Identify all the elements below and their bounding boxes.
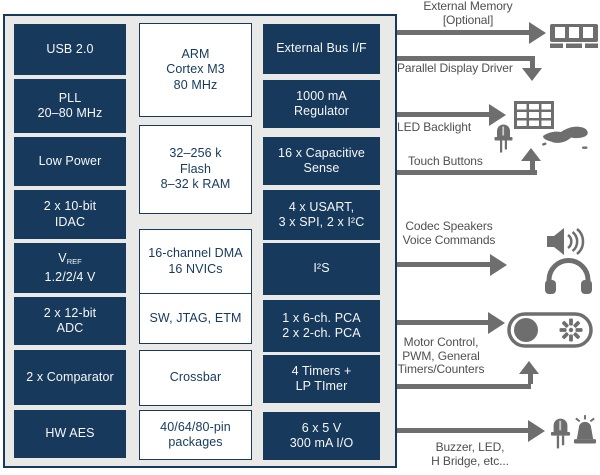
block-label: Cortex M3	[166, 62, 225, 77]
arrow-timers	[397, 384, 531, 389]
buzzer-siren-icon	[573, 415, 597, 444]
annotation-touch-buttons: Touch Buttons	[408, 154, 483, 168]
block-i2s: I²S	[263, 243, 380, 295]
block-label: packages	[168, 435, 223, 449]
arrowhead-buzzer	[528, 420, 545, 442]
arrowhead-led-backlight	[489, 104, 506, 126]
ram-module-icon	[550, 24, 598, 48]
block-comparator: 2 x Comparator	[14, 350, 126, 405]
block-label: ADC	[56, 321, 84, 335]
block-regulator: 1000 mA Regulator	[263, 80, 380, 128]
block-label: 32–256 k	[169, 146, 222, 161]
block-label: LP TImer	[295, 379, 348, 393]
block-label: 1 x 6-ch. PCA	[282, 310, 361, 325]
block-label: 4 Timers +	[291, 363, 352, 378]
block-label: External Bus I/F	[276, 41, 367, 56]
block-label: 16 x Capacitive	[278, 145, 365, 160]
block-label: Sense	[303, 161, 340, 175]
block-vref: VREF 1.2/2/4 V	[14, 243, 126, 293]
block-pca: 1 x 6-ch. PCA 2 x 2-ch. PCA	[263, 300, 380, 352]
block-label: Flash	[179, 161, 212, 176]
block-label: 1.2/2/4 V	[44, 269, 96, 284]
block-label: SW, JTAG, ETM	[149, 310, 242, 325]
arrow-touch-buttons-elbow	[530, 161, 535, 170]
annotation-led-backlight: LED Backlight	[397, 120, 472, 134]
block-label: I²S	[313, 261, 330, 276]
headphones-icon	[545, 258, 592, 294]
block-high-drive-io: 6 x 5 V 300 mA I/O	[263, 412, 380, 460]
arrow-parallel-display	[397, 56, 535, 61]
block-label: 2 x 2-ch. PCA	[282, 326, 361, 340]
led-matrix-icon	[514, 101, 554, 129]
annotation-motor: Motor Control, PWM, General Timers/Count…	[397, 335, 485, 376]
block-label: 2 x 10-bit	[43, 199, 97, 213]
block-label: 4 x USART,	[288, 199, 355, 214]
block-pll: PLL 20–80 MHz	[14, 79, 126, 133]
block-label: 80 MHz	[173, 77, 218, 92]
annotation-buzzer: Buzzer, LED, H Bridge, etc...	[431, 440, 509, 468]
block-label: 20–80 MHz	[37, 106, 103, 120]
annotation-external-memory: External Memory [Optional]	[423, 0, 513, 27]
arrow-timers-elbow	[528, 374, 533, 384]
block-label: 40/64/80-pin	[160, 419, 231, 434]
block-hw-aes: HW AES	[14, 410, 126, 458]
block-crossbar: Crossbar	[139, 350, 252, 406]
arrow-external-memory	[397, 30, 530, 35]
annotation-parallel-display: Parallel Display Driver	[397, 61, 513, 75]
arrow-touch-buttons	[397, 170, 537, 175]
block-usb: USB 2.0	[14, 24, 126, 75]
arrowhead-parallel-display	[522, 68, 542, 81]
block-debug: SW, JTAG, ETM	[139, 293, 252, 344]
block-arm-core: ARM Cortex M3 80 MHz	[139, 23, 252, 117]
block-label: Regulator	[293, 104, 350, 118]
speaker-icon	[547, 228, 585, 255]
block-label: 16-channel DMA	[148, 246, 243, 260]
arrow-parallel-display-elbow	[530, 56, 535, 69]
led-icon	[494, 124, 513, 153]
arrow-buzzer	[397, 428, 528, 433]
motor-icon	[507, 312, 593, 348]
arrowhead-external-memory	[529, 22, 546, 44]
block-label: ARM	[181, 46, 210, 61]
arrowhead-codec	[490, 254, 507, 276]
block-flash-ram: 32–256 k Flash 8–32 k RAM	[139, 125, 252, 214]
block-idac: 2 x 10-bit IDAC	[14, 190, 126, 239]
arrowhead-timers	[519, 361, 539, 374]
block-label: 2 x Comparator	[26, 369, 114, 384]
block-label: VREF	[58, 251, 82, 266]
block-timers: 4 Timers + LP TImer	[263, 355, 380, 403]
block-label: 300 mA I/O	[289, 436, 354, 450]
arrowhead-touch-buttons	[521, 148, 541, 161]
block-external-bus: External Bus I/F	[263, 24, 380, 74]
arrowhead-motor	[488, 312, 505, 334]
block-label: Crossbar	[169, 370, 222, 385]
block-dma-nvic: 16-channel DMA 16 NVICs	[139, 229, 252, 294]
block-label: 2 x 12-bit	[43, 305, 97, 320]
block-label: USB 2.0	[46, 41, 94, 56]
annotation-codec: Codec Speakers Voice Commands	[402, 219, 496, 247]
block-packages: 40/64/80-pin packages	[139, 410, 252, 460]
block-adc: 2 x 12-bit ADC	[14, 297, 126, 345]
led-icon	[550, 418, 571, 449]
block-capsense: 16 x Capacitive Sense	[263, 137, 380, 185]
arrow-led-backlight	[397, 112, 489, 117]
block-label: Low Power	[38, 153, 102, 168]
arrow-codec	[397, 262, 490, 267]
block-label: 3 x SPI, 2 x I²C	[278, 215, 365, 229]
block-label: 8–32 k RAM	[160, 177, 231, 192]
touch-hand-icon	[542, 126, 588, 149]
block-label: IDAC	[54, 214, 86, 229]
mcu-box: USB 2.0 PLL 20–80 MHz Low Power 2 x 10-b…	[3, 14, 397, 468]
block-usart-spi-i2c: 4 x USART, 3 x SPI, 2 x I²C	[263, 190, 380, 240]
block-low-power: Low Power	[14, 137, 126, 186]
arrow-motor	[397, 320, 488, 325]
block-label: HW AES	[45, 426, 95, 441]
block-label: 16 NVICs	[168, 261, 223, 276]
block-label: 1000 mA	[296, 88, 347, 103]
block-label: 6 x 5 V	[301, 420, 342, 435]
block-label: PLL	[58, 90, 82, 105]
